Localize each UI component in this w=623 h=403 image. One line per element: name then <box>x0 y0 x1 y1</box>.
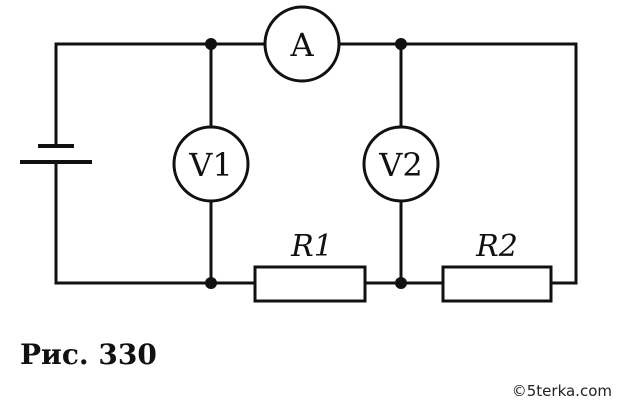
junction-dot <box>205 277 217 289</box>
battery <box>20 144 92 164</box>
resistor-2: R2 <box>441 229 553 303</box>
voltmeter-1: V1 <box>172 125 250 203</box>
junction-dot <box>395 277 407 289</box>
figure-caption: Рис. 330 <box>20 338 157 371</box>
resistor-1: R1 <box>253 229 367 303</box>
voltmeter-1-label: V1 <box>188 146 232 184</box>
ammeter-label: A <box>289 26 314 64</box>
resistor-1-label: R1 <box>290 229 333 264</box>
watermark: ©5terka.com <box>512 382 612 400</box>
junction-dot <box>395 38 407 50</box>
voltmeter-2: V2 <box>362 125 440 203</box>
resistor-2-label: R2 <box>475 229 518 264</box>
voltmeter-2-label: V2 <box>378 146 422 184</box>
junction-dot <box>205 38 217 50</box>
ammeter: A <box>263 5 341 83</box>
